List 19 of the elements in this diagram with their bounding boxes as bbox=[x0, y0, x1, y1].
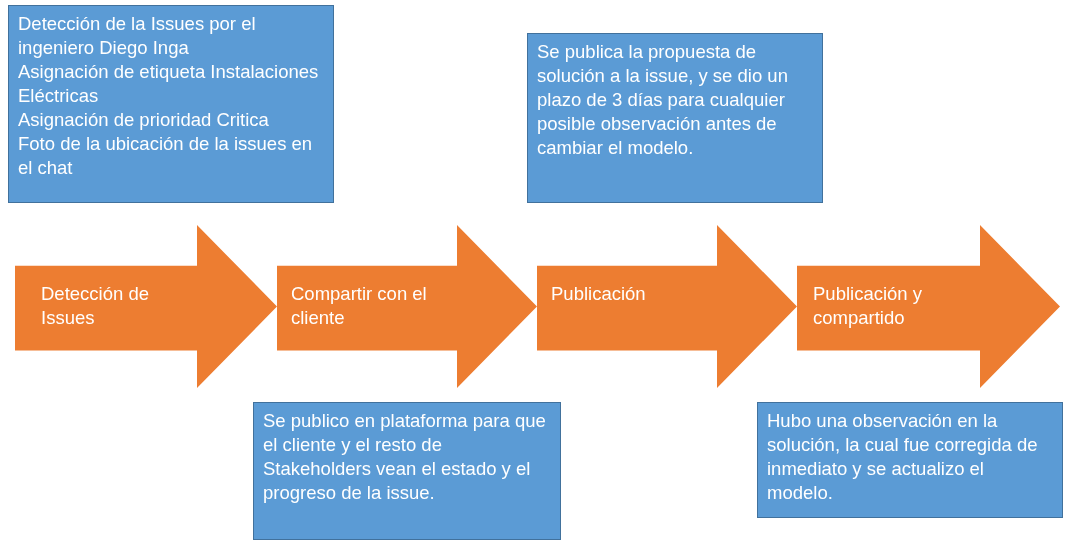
step-label: Detección de Issues bbox=[41, 281, 150, 330]
process-step bbox=[797, 225, 1060, 388]
note-text: Asignación de etiqueta Instalaciones Eléctricas bbox=[18, 60, 320, 109]
note-text: Se publico en plataforma para que el cliente y el resto de Stakeholders vean el estado y el progreso de la issue. bbox=[263, 409, 547, 506]
step-label: Publicación bbox=[551, 281, 647, 306]
note-text: Asignación de prioridad Critica bbox=[18, 108, 270, 133]
note-box bbox=[757, 402, 1063, 518]
note-box bbox=[253, 402, 561, 540]
process-step bbox=[15, 225, 277, 388]
step-label: Publicación y compartido bbox=[813, 281, 923, 330]
note-text: Hubo una observación en la solución, la cual fue corregida de inmediato y se actualizo el modelo. bbox=[767, 409, 1039, 506]
process-step bbox=[537, 225, 797, 388]
note-box bbox=[8, 5, 334, 203]
note-text: Foto de la ubicación de la issues en el chat bbox=[18, 132, 314, 181]
note-text: Se publica la propuesta de solución a la issue, y se dio un plazo de 3 días para cualquier posible observación antes de cambiar el modelo. bbox=[537, 40, 789, 161]
note-box bbox=[527, 33, 823, 203]
note-text: Detección de la Issues por el ingeniero Diego Inga bbox=[18, 12, 257, 61]
step-label: Compartir con el cliente bbox=[291, 281, 428, 330]
process-step bbox=[277, 225, 537, 388]
